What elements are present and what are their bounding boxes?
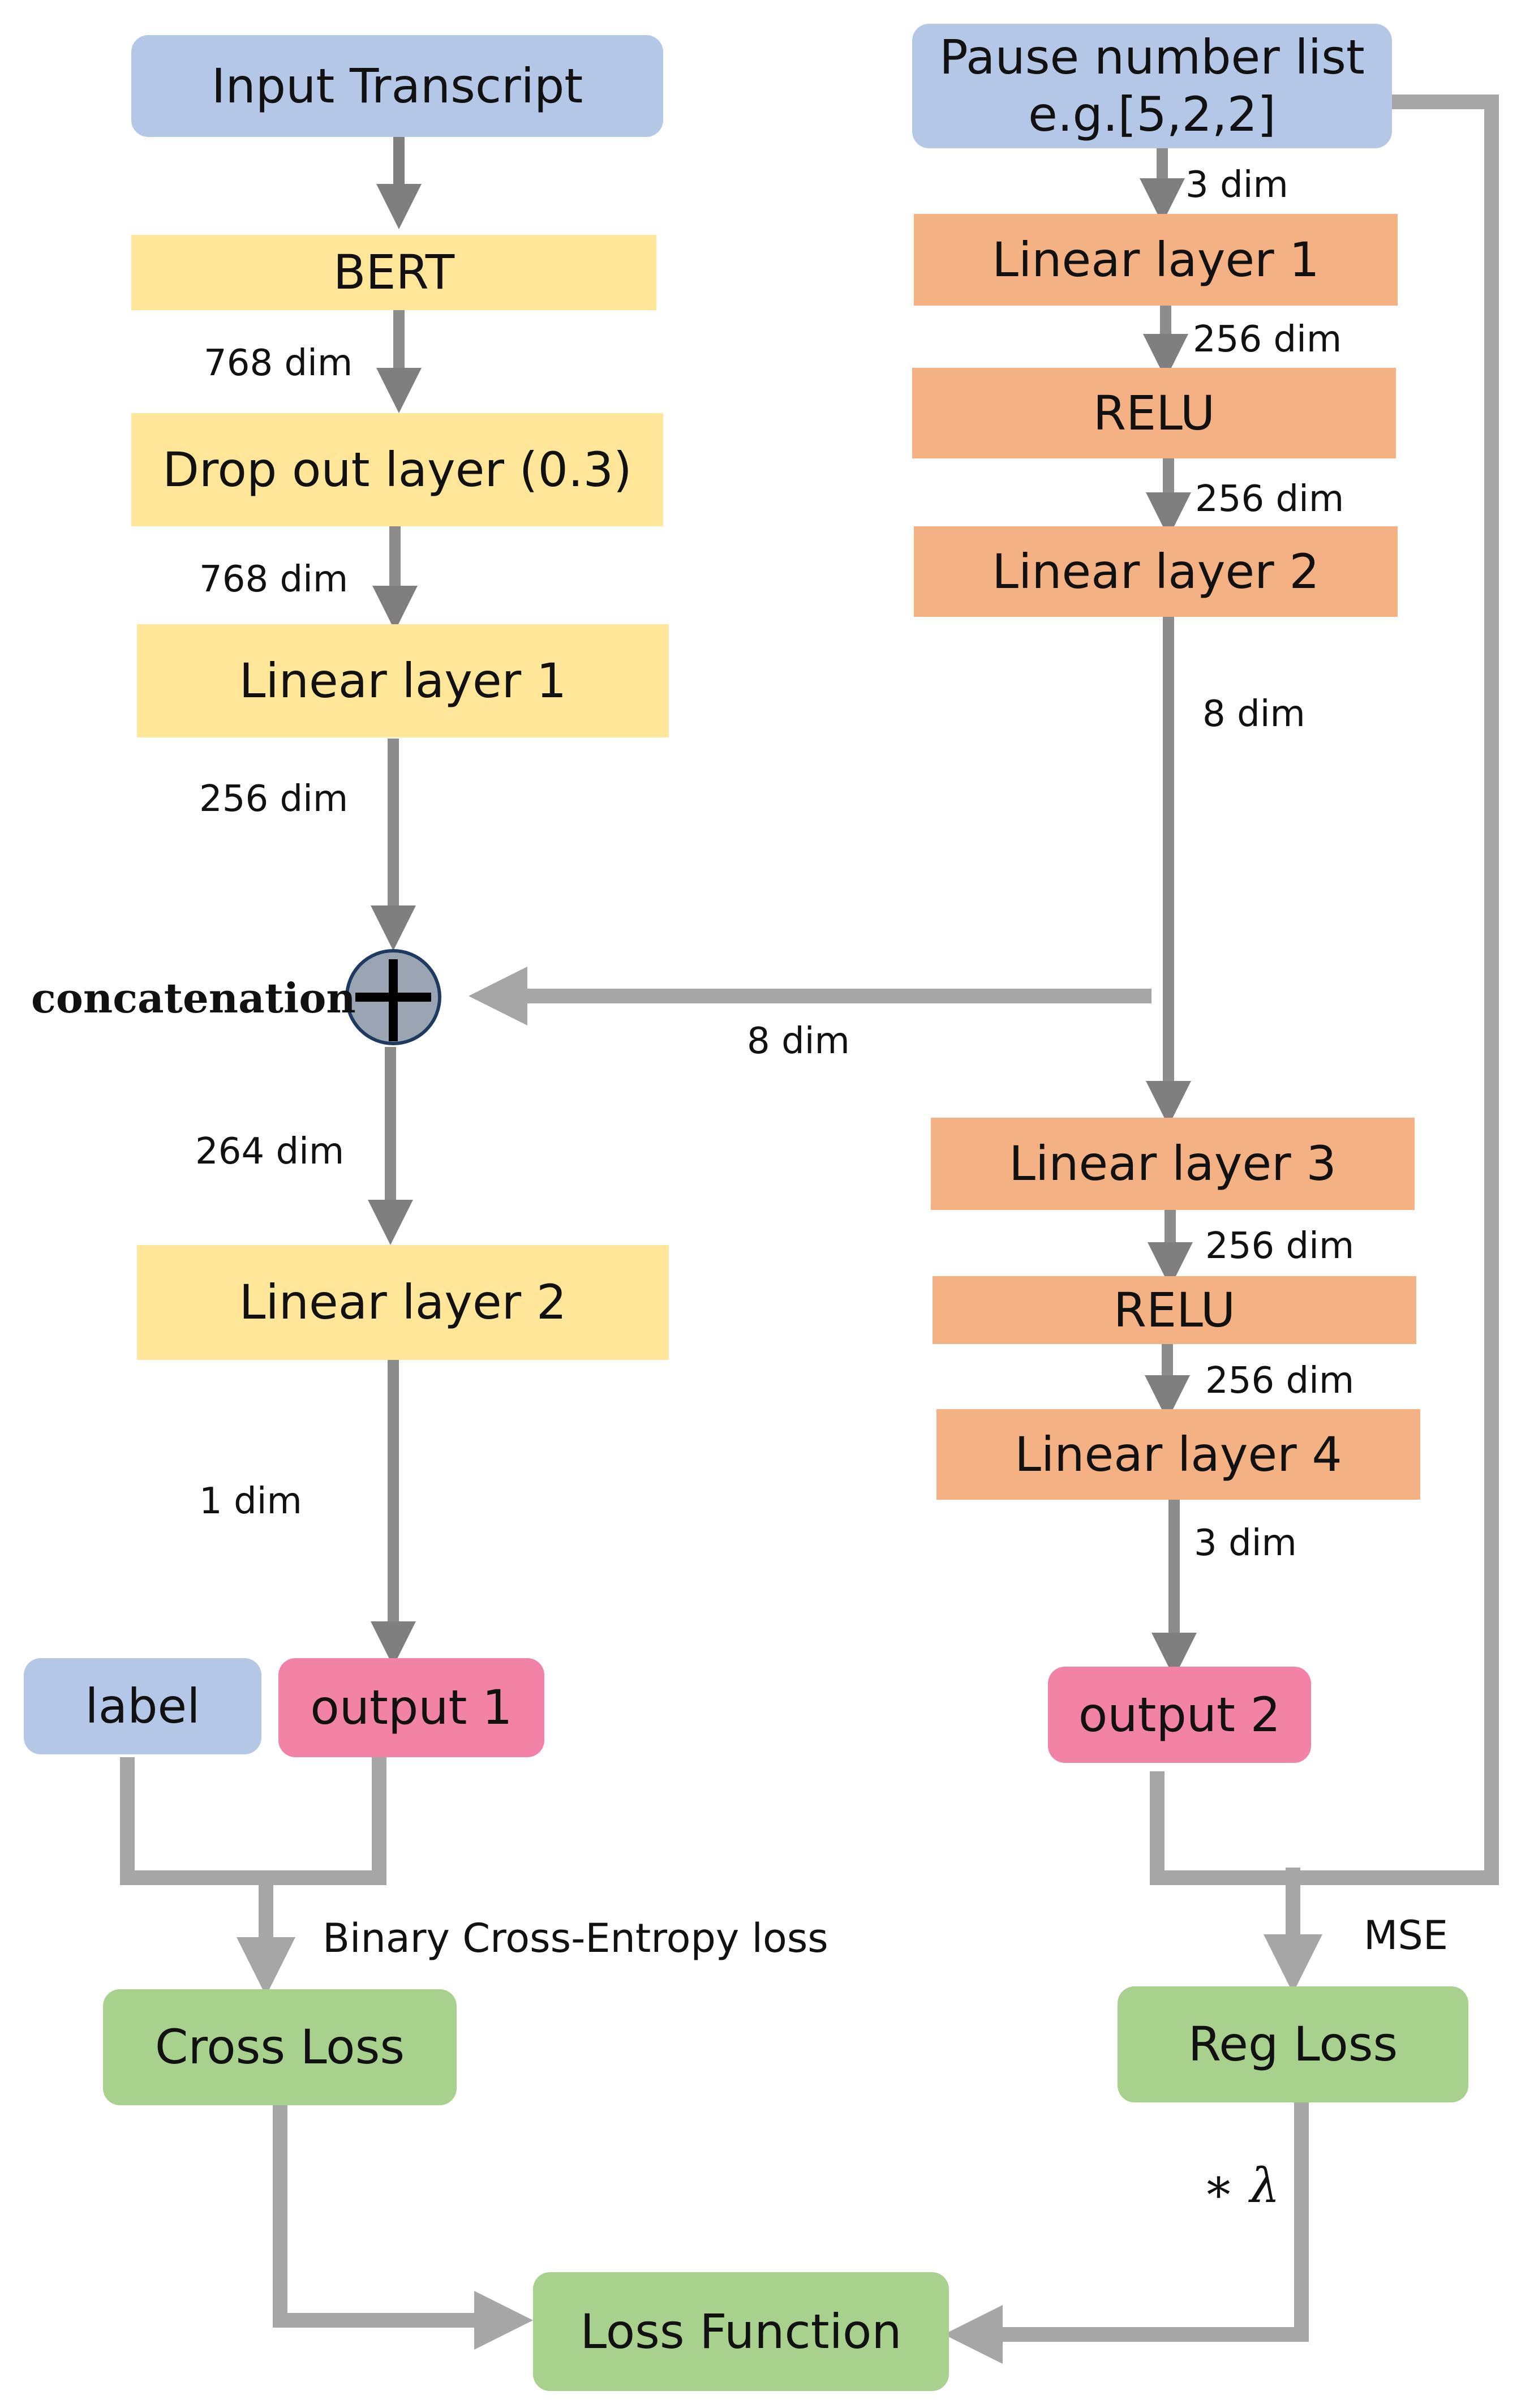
dim-label-8-right: 8 dim — [1202, 693, 1305, 735]
lambda-label: ∗ λ — [1202, 2158, 1281, 2213]
right-linear-layer-2-box: Linear layer 2 — [914, 526, 1398, 617]
output-1-box: output 1 — [278, 1658, 544, 1757]
input-transcript-label: Input Transcript — [211, 58, 583, 114]
right-relu-2-label: RELU — [1113, 1282, 1236, 1338]
dim-label-264: 264 dim — [195, 1131, 345, 1173]
connector-output2-pause-to-mse — [1150, 95, 1499, 1885]
label-box-text: label — [85, 1678, 200, 1734]
dim-label-3-bottom: 3 dim — [1194, 1522, 1297, 1564]
output-2-box: output 2 — [1048, 1667, 1311, 1763]
right-linear-layer-2-label: Linear layer 2 — [992, 543, 1320, 599]
dim-label-3-top: 3 dim — [1185, 164, 1288, 206]
arrow-crossloss-to-lossfunction — [273, 2105, 533, 2350]
dim-label-256-r1: 256 dim — [1193, 319, 1342, 360]
loss-function-label: Loss Function — [580, 2303, 902, 2359]
dropout-label: Drop out layer (0.3) — [162, 441, 632, 497]
left-linear-layer-1-box: Linear layer 1 — [137, 624, 669, 737]
right-linear-layer-1-label: Linear layer 1 — [992, 231, 1320, 287]
output-2-label: output 2 — [1078, 1686, 1281, 1742]
right-linear-layer-3-box: Linear layer 3 — [931, 1118, 1415, 1210]
dim-label-8-concat: 8 dim — [747, 1020, 850, 1062]
pause-number-list-box: Pause number list e.g.[5,2,2] — [912, 24, 1392, 148]
right-relu-1-box: RELU — [912, 368, 1396, 458]
dim-label-1: 1 dim — [199, 1480, 302, 1522]
dim-label-256-r4: 256 dim — [1205, 1360, 1355, 1402]
pause-number-list-line2: e.g.[5,2,2] — [1028, 87, 1276, 142]
bert-box: BERT — [131, 235, 656, 310]
reg-loss-label: Reg Loss — [1188, 2016, 1398, 2072]
bert-label: BERT — [333, 244, 455, 301]
dim-label-768-a: 768 dim — [204, 342, 353, 384]
bce-loss-label: Binary Cross-Entropy loss — [323, 1915, 828, 1961]
dim-label-768-b: 768 dim — [199, 559, 349, 600]
reg-loss-box: Reg Loss — [1118, 1986, 1468, 2102]
output-1-label: output 1 — [310, 1680, 513, 1736]
cross-loss-box: Cross Loss — [103, 1989, 457, 2105]
right-relu-2-box: RELU — [933, 1276, 1416, 1344]
mse-label: MSE — [1364, 1912, 1449, 1959]
dropout-box: Drop out layer (0.3) — [131, 413, 663, 526]
left-linear-layer-2-box: Linear layer 2 — [137, 1245, 669, 1360]
concatenation-plus-icon — [345, 949, 441, 1045]
right-relu-1-label: RELU — [1093, 385, 1215, 441]
input-transcript-box: Input Transcript — [131, 35, 663, 137]
concatenation-label: concatenation — [31, 974, 356, 1022]
right-linear-layer-1-box: Linear layer 1 — [914, 214, 1398, 306]
label-box: label — [24, 1658, 261, 1754]
cross-loss-label: Cross Loss — [154, 2019, 405, 2075]
dim-label-256-r3: 256 dim — [1205, 1225, 1355, 1267]
right-linear-layer-4-label: Linear layer 4 — [1015, 1426, 1342, 1482]
left-linear-layer-2-label: Linear layer 2 — [239, 1274, 567, 1330]
loss-function-box: Loss Function — [533, 2272, 949, 2391]
right-linear-layer-4-box: Linear layer 4 — [936, 1409, 1420, 1500]
left-linear-layer-1-label: Linear layer 1 — [239, 653, 567, 709]
connector-label-to-bce — [120, 1757, 386, 1885]
pause-number-list-line1: Pause number list — [939, 29, 1365, 85]
right-linear-layer-3-label: Linear layer 3 — [1009, 1136, 1337, 1192]
arrow-regloss-to-lossfunction — [944, 2102, 1309, 2364]
dim-label-256-r2: 256 dim — [1195, 478, 1344, 520]
dim-label-256-left: 256 dim — [199, 778, 349, 820]
